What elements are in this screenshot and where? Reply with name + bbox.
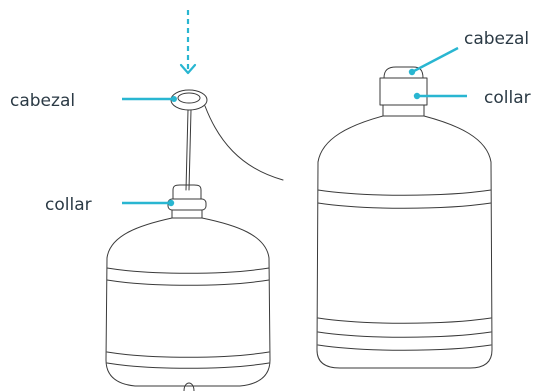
callout-right-collar [413,92,467,100]
callout-left-collar [122,199,175,207]
left-head-label: cabezal [10,91,75,111]
callout-left-head [122,96,177,102]
right-water-bottle [316,66,493,369]
right-head-label: cabezal [464,29,529,49]
right-collar-label: collar [484,88,531,108]
left-water-bottle [105,184,271,391]
callout-right-head [408,46,459,76]
left-collar-label: collar [45,195,92,215]
cap-tether [185,105,284,191]
dashed-down-arrow-icon [179,10,197,75]
